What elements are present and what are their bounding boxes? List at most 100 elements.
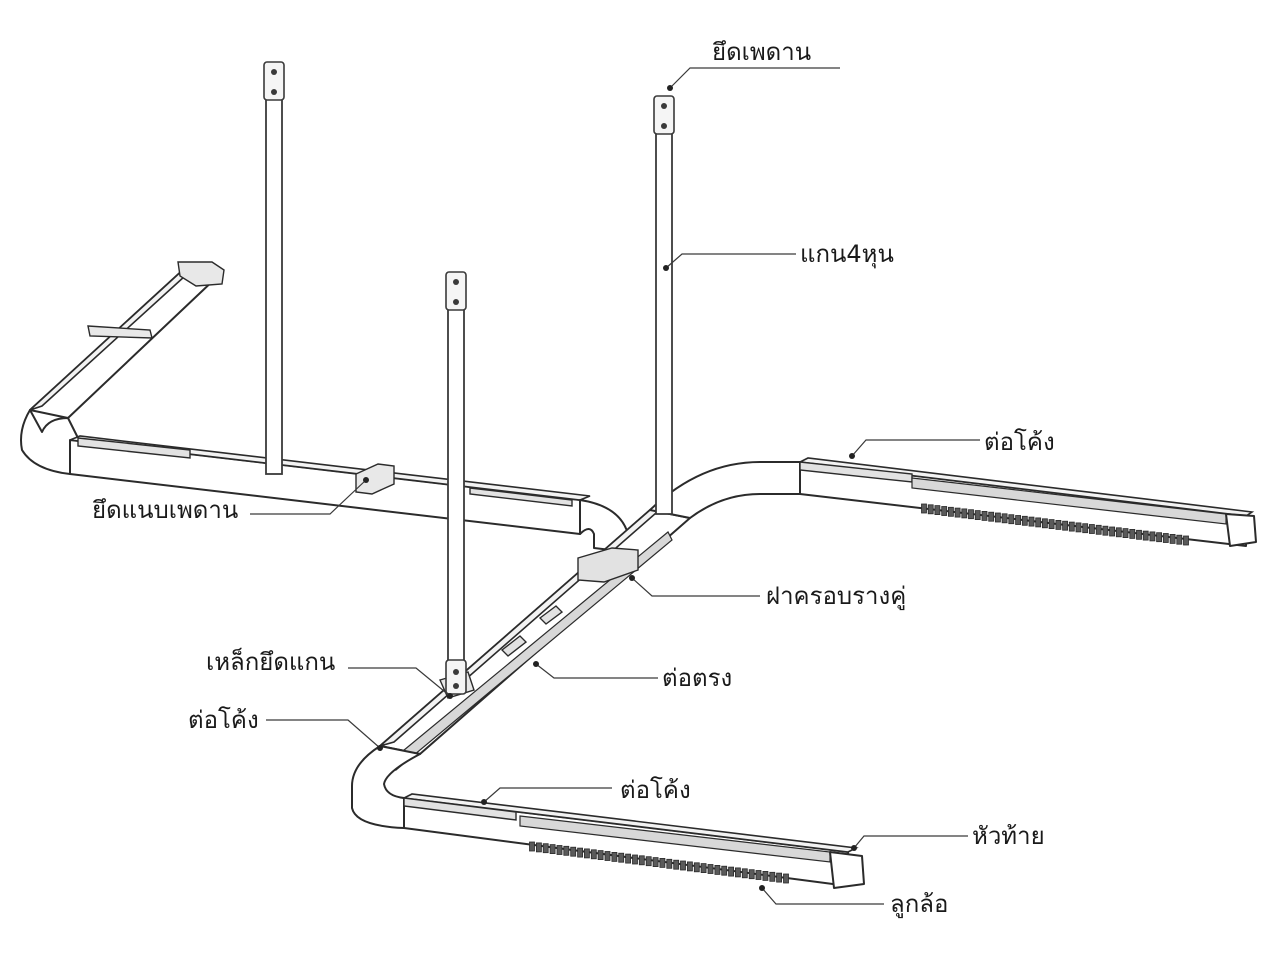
runner-wheel — [762, 871, 769, 881]
runner-wheel — [1008, 514, 1015, 525]
runner-wheel — [666, 858, 673, 869]
runner-wheel — [618, 852, 625, 863]
runner-wheel — [934, 505, 941, 516]
callout-curve-joint-bottom: ต่อโค้ง — [481, 776, 691, 805]
label-double-rail-cover: ฝาครอบรางคู่ — [766, 582, 906, 611]
label-end-cap: หัวท้าย — [972, 822, 1045, 850]
end-bracket-left — [177, 261, 225, 287]
callout-double-rail-cover: ฝาครอบรางคู่ — [629, 575, 906, 611]
runner-wheel — [748, 869, 755, 880]
runner-wheel — [1115, 527, 1122, 538]
double-rail-cover-plate — [577, 547, 639, 583]
runner-wheel — [611, 852, 618, 862]
right-rail-section — [649, 457, 1257, 547]
runner-wheel — [721, 865, 728, 876]
runner-wheel — [1015, 515, 1021, 525]
runner-wheel — [542, 843, 549, 854]
runner-wheel — [714, 865, 721, 875]
runner-wheel — [652, 857, 659, 867]
runner-wheel — [1028, 516, 1035, 527]
runner-wheel — [563, 845, 570, 856]
runner-wheel — [769, 871, 776, 882]
runner-wheel — [570, 846, 577, 857]
runner-wheel — [968, 509, 974, 520]
runner-wheel — [1075, 522, 1082, 533]
runners-bottom-rail — [529, 841, 789, 884]
runner-wheel — [680, 860, 686, 871]
runner-wheel — [625, 853, 631, 864]
runner-wheel — [645, 856, 652, 867]
rod-center — [445, 271, 467, 695]
runner-wheel — [556, 845, 563, 855]
callout-straight-joint: ต่อตรง — [533, 661, 732, 692]
label-curve-joint-right: ต่อโค้ง — [984, 428, 1055, 456]
runner-wheel — [954, 507, 961, 518]
center-rail-spine — [379, 505, 691, 771]
label-curve-joint-bottom: ต่อโค้ง — [620, 776, 691, 804]
runner-wheel — [927, 504, 934, 515]
runner-wheel — [776, 872, 782, 883]
runner-wheel — [577, 847, 583, 858]
callout-flat-ceiling-mount: ยึดแนบเพดาน — [92, 477, 369, 524]
callout-rod-steel-mount: เหล็กยึดแกน — [206, 647, 453, 699]
end-cap-right-top — [1225, 513, 1257, 547]
flat-bracket-left — [87, 325, 153, 339]
runner-wheel — [673, 859, 680, 870]
runner-wheel — [783, 873, 789, 884]
runner-wheel — [988, 511, 995, 522]
runner-wheel — [974, 510, 981, 521]
runner-wheel — [536, 842, 542, 853]
runner-wheel — [638, 855, 645, 866]
runner-wheel — [1122, 528, 1129, 538]
runner-wheel — [693, 862, 700, 873]
runner-wheel — [1109, 526, 1115, 537]
runner-wheel — [707, 864, 714, 874]
callout-rod-4hun: แกน4หุน — [663, 240, 894, 271]
runner-wheel — [1021, 515, 1028, 526]
runner-wheel — [1183, 535, 1189, 546]
label-straight-joint: ต่อตรง — [662, 664, 732, 692]
runner-wheel — [687, 861, 693, 872]
runner-wheel — [921, 503, 927, 514]
runner-wheel — [1156, 532, 1162, 543]
flat-ceiling-mount-plate — [355, 463, 395, 495]
callout-ceiling-mount: ยึดเพดาน — [667, 38, 840, 91]
runner-wheel — [1176, 534, 1183, 545]
runner-wheel — [604, 851, 611, 861]
label-curve-joint-left: ต่อโค้ง — [188, 706, 259, 734]
end-cap-bottom — [829, 851, 865, 889]
runner-wheel — [728, 866, 734, 877]
runner-wheel — [1162, 533, 1169, 543]
callout-curve-joint-right: ต่อโค้ง — [849, 428, 1055, 459]
runner-wheel — [981, 510, 988, 521]
runner-wheel — [1068, 521, 1075, 532]
runner-wheel — [529, 841, 535, 852]
runner-wheel — [597, 850, 604, 860]
rod-right — [653, 95, 675, 515]
label-runners: ลูกล้อ — [890, 890, 948, 919]
runner-wheel — [1001, 513, 1008, 524]
runner-wheel — [1102, 525, 1109, 536]
callout-curve-joint-left: ต่อโค้ง — [188, 706, 383, 751]
label-rod-steel-mount: เหล็กยึดแกน — [206, 647, 335, 676]
callout-runners: ลูกล้อ — [759, 885, 948, 919]
runner-wheel — [659, 858, 666, 868]
label-flat-ceiling-mount: ยึดแนบเพดาน — [92, 496, 238, 524]
runner-wheel — [1142, 530, 1149, 541]
label-ceiling-mount: ยึดเพดาน — [712, 38, 811, 66]
runner-wheel — [632, 854, 638, 865]
runner-wheel — [1169, 534, 1176, 544]
runner-wheel — [1062, 520, 1068, 531]
label-rod-4hun: แกน4หุน — [800, 240, 894, 269]
runner-wheel — [1048, 519, 1055, 529]
runner-wheel — [941, 506, 948, 516]
runner-wheel — [1095, 524, 1102, 535]
runner-wheel — [948, 506, 954, 517]
runner-wheel — [1089, 524, 1095, 534]
runner-wheel — [1082, 523, 1089, 534]
runner-wheel — [1149, 531, 1156, 542]
runner-wheel — [961, 508, 968, 519]
runner-wheel — [741, 868, 748, 879]
runner-wheel — [1035, 517, 1042, 528]
